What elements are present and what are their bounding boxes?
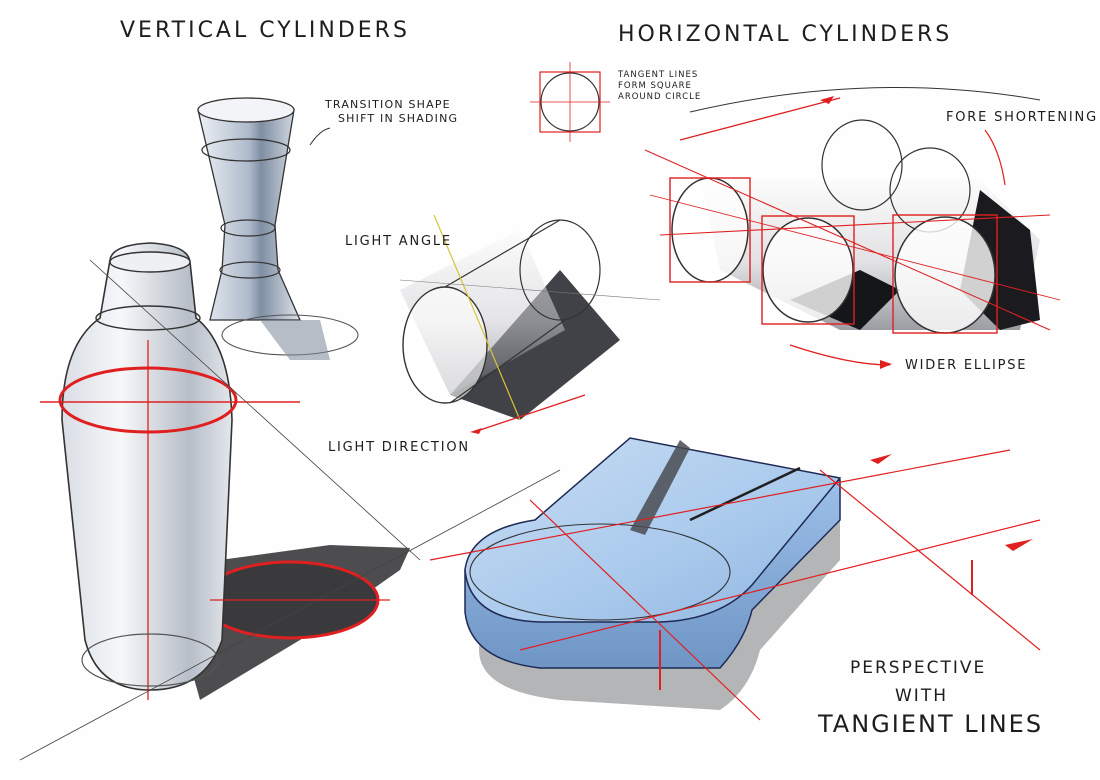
title-vertical-cylinders: VERTICAL CYLINDERS [120,18,410,43]
shaker-drawing [19,242,561,761]
title-horizontal-cylinders: HORIZONTAL CYLINDERS [618,22,953,47]
annotation-tangient-lines: TANGIENT LINES [818,710,1044,738]
jigger-drawing [197,97,359,360]
tangent-square-diagram [530,62,610,142]
annotation-form-square: FORM SQUARE [618,81,692,91]
annotation-transition-shape: TRANSITION SHAPE [325,98,451,111]
annotation-light-direction: LIGHT DIRECTION [328,440,470,455]
horizontal-cylinders-group [644,87,1061,369]
annotation-foreshortening: FORE SHORTENING [946,110,1098,125]
annotation-wider-ellipse: WIDER ELLIPSE [905,358,1028,373]
light-study-cylinder [399,214,661,434]
annotation-around-circle: AROUND CIRCLE [618,92,702,102]
annotation-light-angle: LIGHT ANGLE [345,234,452,249]
annotation-shift-in-shading: SHIFT IN SHADING [338,112,459,125]
annotation-tangent-lines: TANGENT LINES [618,70,699,80]
annotation-with: WITH [895,686,948,706]
blue-box-drawing [429,437,1041,721]
annotation-perspective: PERSPECTIVE [850,658,987,678]
